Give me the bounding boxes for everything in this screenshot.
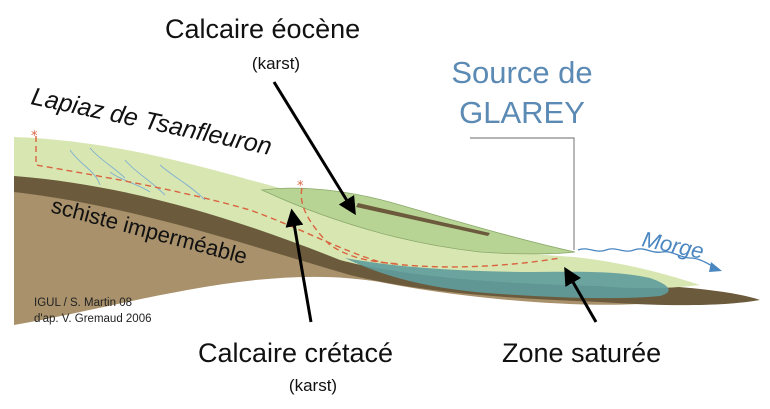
label-calcaire-eocene: Calcaire éocène: [165, 14, 361, 44]
eocene-marl-band: [356, 203, 490, 236]
label-calcaire-cretace: Calcaire crétacé: [198, 338, 394, 368]
flow-paths: [35, 136, 561, 268]
sinkhole-marker-2: *: [297, 179, 304, 194]
label-morge: Morge: [640, 226, 706, 263]
credit-line-2: d'ap. V. Gremaud 2006: [34, 313, 152, 325]
source-leader-line: [470, 137, 575, 250]
label-karst-top: (karst): [251, 54, 301, 73]
arrow-cretace: [285, 208, 313, 323]
arrow-saturee: [564, 266, 598, 323]
label-zone-saturee: Zone saturée: [502, 338, 662, 368]
river-morge: [577, 248, 717, 269]
arrow-eocene: [272, 81, 356, 216]
credit-line-1: IGUL / S. Martin 08: [34, 297, 132, 309]
source-title-line2: GLAREY: [459, 95, 585, 130]
label-karst-bottom: (karst): [288, 376, 338, 395]
source-title-line1: Source de: [451, 55, 593, 90]
cretaceous-limestone: [14, 137, 700, 289]
saturated-zone: [345, 258, 669, 299]
river-arrow-icon: [709, 262, 722, 272]
sinkhole-marker-1: *: [31, 129, 38, 144]
